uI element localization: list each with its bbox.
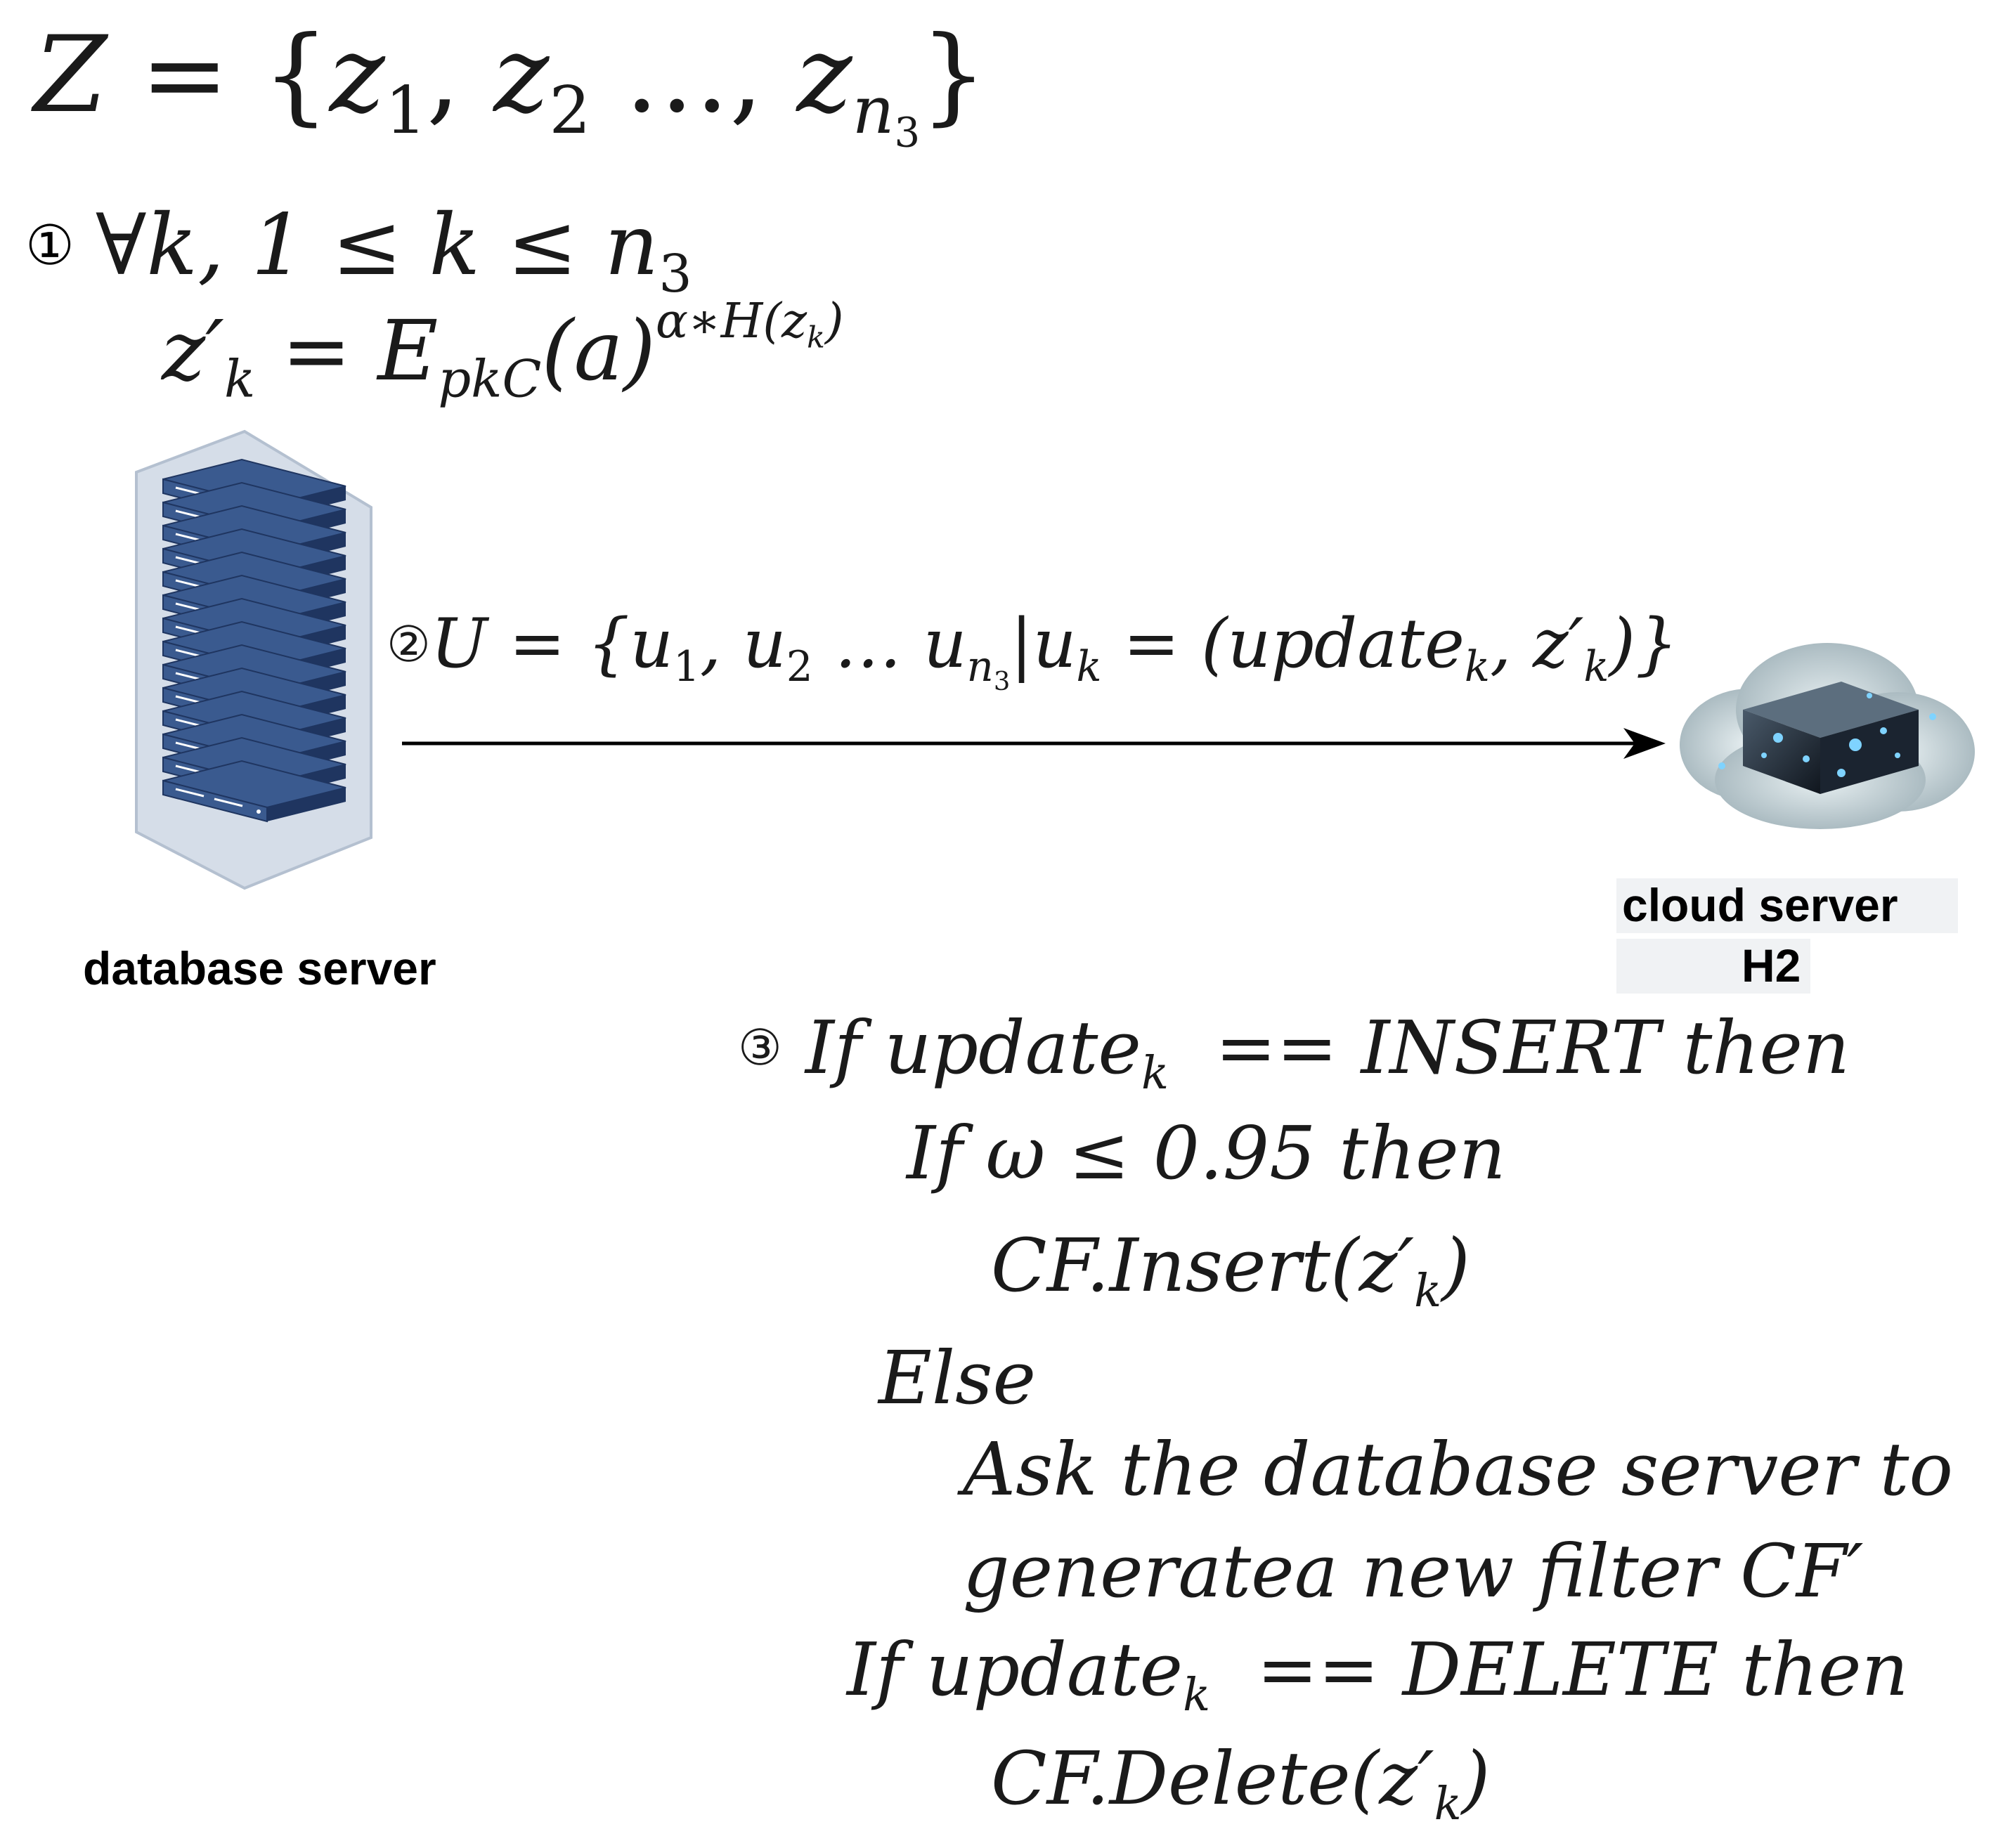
- set-subscript: 1: [384, 72, 427, 148]
- encryption-formula: z′k = EpkC(a)α∗H(zk): [162, 297, 844, 405]
- step2-part: |u: [1010, 604, 1077, 683]
- enc-function: = E: [255, 302, 439, 399]
- algo-text: == INSERT then: [1169, 1005, 1850, 1091]
- glow-lights: [1718, 693, 1936, 777]
- step2-part: … u: [812, 604, 967, 683]
- cloud-label-box-1: [1616, 878, 1958, 933]
- algo-line-3: CF.Insert(z′k): [991, 1223, 1470, 1314]
- set-symbol: Z: [34, 14, 108, 136]
- enc-exponent-subscript: k: [807, 320, 825, 356]
- algo-text: If update: [805, 1005, 1141, 1091]
- step2-part: , u: [699, 604, 786, 683]
- step3-marker: ③: [738, 1019, 782, 1076]
- step2-subscript: k: [1076, 643, 1102, 692]
- step2-part: U = {u: [430, 604, 674, 683]
- set-subscript: 2: [549, 72, 591, 148]
- database-server-icon: [135, 429, 372, 890]
- algo-text: == DELETE then: [1210, 1627, 1909, 1712]
- step1-quantifier: ∀k, 1 ≤ k ≤ n: [95, 197, 659, 294]
- set-definition: Z = {z1, z2 …, zn3}: [34, 14, 987, 152]
- database-server-label: database server: [83, 942, 436, 994]
- algo-text: If update: [847, 1627, 1183, 1712]
- step2-part: )}: [1609, 604, 1678, 683]
- set-close-brace: }: [920, 14, 987, 136]
- enc-exponent: α∗H(zk): [655, 293, 844, 353]
- set-subscript-3: 3: [894, 108, 921, 157]
- step1-marker: ①: [25, 214, 74, 278]
- set-element: z: [493, 14, 550, 136]
- step2-subscript-n: n: [966, 643, 994, 692]
- set-comma: ,: [426, 14, 494, 136]
- algo-line-8: CF.Delete(z′k): [991, 1736, 1491, 1827]
- algo-line-5: Ask the database server to: [963, 1426, 1953, 1512]
- algo-line-6: generatea new filter CF′: [963, 1528, 1864, 1614]
- arrow-head: [1623, 728, 1666, 759]
- set-element: z: [329, 14, 385, 136]
- step2-message: ②U = {u1, u2 … un3|uk = (updatek, z′k)}: [387, 604, 1678, 694]
- set-subscript: n3: [852, 72, 921, 153]
- algo-subscript: k: [1414, 1264, 1442, 1317]
- enc-exponent-close: ): [824, 293, 844, 349]
- algo-line-7: If updatek == DELETE then: [847, 1627, 1909, 1718]
- step1-subscript: 3: [659, 243, 692, 304]
- rack-unit: [162, 760, 346, 823]
- step1-line: ① ∀k, 1 ≤ k ≤ n3: [25, 197, 692, 300]
- algo-subscript: k: [1183, 1668, 1211, 1722]
- set-equals: = {: [107, 14, 330, 136]
- algo-text: ): [1441, 1223, 1470, 1308]
- step2-subscript: n3: [966, 643, 1011, 694]
- step2-part: = (update: [1101, 604, 1465, 683]
- enc-lhs: z′: [162, 302, 224, 399]
- set-ellipsis: …,: [590, 14, 797, 136]
- step2-subscript: k: [1583, 643, 1609, 692]
- cloud-server-label: cloud server: [1622, 879, 1898, 931]
- algo-line-2: If ω ≤ 0.95 then: [907, 1110, 1506, 1196]
- algo-text: CF.Delete(z′: [991, 1736, 1434, 1821]
- cloud-label-box-2: [1616, 939, 1810, 994]
- step2-marker: ②: [387, 616, 431, 673]
- algo-subscript: k: [1141, 1046, 1169, 1100]
- enc-exponent-body: α∗H(z: [655, 293, 808, 349]
- transfer-arrow: [402, 728, 1666, 759]
- step2-part: , z′: [1489, 604, 1584, 683]
- enc-argument: (a): [541, 302, 656, 399]
- cloud-server-sublabel: H2: [1742, 939, 1801, 991]
- cloud-server-icon: [1680, 643, 1975, 829]
- step2-subscript: 1: [673, 643, 700, 692]
- step2-subscript: k: [1464, 643, 1490, 692]
- algo-text: CF.Insert(z′: [991, 1223, 1415, 1308]
- set-element: z: [796, 14, 852, 136]
- enc-lhs-subscript: k: [223, 349, 256, 410]
- algo-subscript: k: [1434, 1777, 1462, 1830]
- algo-line-4: Else: [878, 1335, 1037, 1421]
- algo-line-1: ③ If updatek == INSERT then: [738, 1005, 1850, 1096]
- enc-key-subscript: pkC: [438, 349, 542, 410]
- step2-subscript-3: 3: [993, 666, 1011, 697]
- rack-units: [162, 458, 346, 823]
- set-subscript-n: n: [852, 72, 895, 148]
- algo-text: ): [1461, 1736, 1491, 1821]
- step2-subscript: 2: [786, 643, 813, 692]
